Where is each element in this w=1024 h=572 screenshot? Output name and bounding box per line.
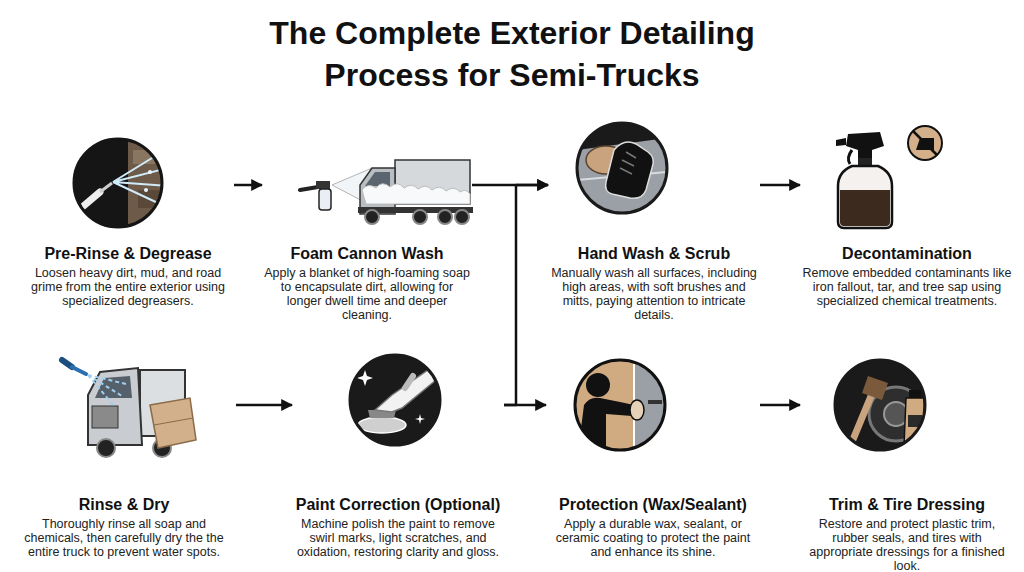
protection-icon [575,358,679,452]
truck-wheel [438,210,452,224]
drying-towel [150,398,196,448]
rinse-dry-icon [62,360,196,457]
step-description: Apply a durable wax, sealant, or ceramic… [546,517,760,559]
icon-content [357,370,436,433]
process-step: Paint Correction (Optional) Machine polis… [292,345,504,559]
flow-arrow [234,184,262,187]
cannon-head [316,181,330,189]
icon-disc [350,355,440,445]
brush-bristles [862,376,888,400]
icon-content [74,139,172,227]
icon-disc [577,123,667,213]
spray-nozzle [836,138,846,146]
cannon-bottle [319,189,331,210]
step-heading: Rinse & Dry [12,495,236,514]
polisher-body [375,370,436,412]
foam-blanket [362,184,470,204]
truck-cab [88,368,142,445]
tire-dressing-icon [835,360,926,450]
wand-nozzle [100,183,112,192]
step-heading: Foam Cannon Wash [262,244,472,263]
worker-head [586,373,610,397]
process-step: DecontaminationRemove embedded contamina… [800,128,1014,308]
icon-ring [577,123,667,213]
spray-bottle-icon [836,126,942,228]
polish-pad [358,417,406,433]
process-step: Trim & Tire DressingRestore and protect … [800,345,1014,572]
step-description: Manually wash all surfaces, including hi… [548,266,760,322]
connector-group [234,185,800,405]
truck-wheel [455,210,469,224]
step-description: Loosen heavy dirt, mud, and road grime f… [22,266,234,308]
worker-body [578,398,634,452]
step-heading: Pre-Rinse & Degrease [22,244,234,263]
process-step: Foam Cannon WashApply a blanket of high-… [262,128,472,322]
pressure-washer-icon [74,139,172,227]
bottle-cap [909,390,921,398]
process-step: Pre-Rinse & DegreaseLoosen heavy dirt, m… [22,128,234,308]
polisher-icon [350,355,440,445]
step-description: Apply a blanket of high-foaming soap to … [262,266,472,322]
icon-ring [350,355,440,445]
water-spray [88,375,126,406]
icon-disc [835,360,925,450]
truck-wheel [413,210,427,224]
process-step: Protection (Wax/Sealant) Apply a durable … [546,345,760,559]
icon-ring [74,139,162,227]
wash-glove [606,142,654,198]
spray-droplet [148,170,152,174]
truck-wheel [97,439,115,457]
step-description: Remove embedded contaminants like iron f… [800,266,1014,308]
step-description: Thoroughly rinse all soap and chemicals,… [12,517,236,559]
contaminant-symbol [908,126,942,160]
process-step: Hand Wash & ScrubManually wash all surfa… [548,128,760,322]
flow-arrow [504,185,548,405]
truck-grille [92,406,118,428]
icon-ring [835,360,925,450]
flow-arrow [504,404,546,407]
door-handle [648,400,662,404]
trigger [848,150,852,164]
process-step: Rinse & DryThoroughly rinse all soap and… [12,345,236,559]
foam-cannon-icon [300,160,473,224]
icon-ring [575,360,665,450]
bottle-body [838,166,892,228]
truck-windshield [365,172,390,186]
spray-droplet [144,188,148,192]
truck-windshield [95,376,132,398]
glove-fingers [620,152,636,174]
polisher-handle [405,376,413,388]
flow-arrow [236,404,292,407]
spray-wand [72,367,86,374]
step-description: Machine polish the paint to remove swirl… [292,517,504,559]
step-heading: Decontamination [800,244,1014,263]
wax-applicator [630,400,644,420]
towel-fold [154,418,193,425]
step-heading: Hand Wash & Scrub [548,244,760,263]
cannon-gun [300,187,318,190]
flow-arrow [760,184,800,187]
prohibit-slash [913,131,937,155]
step-description: Restore and protect plastic trim, rubber… [800,517,1014,572]
step-heading: Paint Correction (Optional) [292,495,504,514]
hand-wash-icon [577,123,667,213]
diagram-title: The Complete Exterior Detailing Process … [222,12,802,96]
flow-arrow [760,404,800,407]
step-heading: Trim & Tire Dressing [800,495,1014,514]
flow-arrow [472,184,548,187]
bottle-liquid [840,190,890,226]
truck-wheel [365,210,379,224]
trigger-head [846,132,884,158]
sparkle [415,414,425,424]
step-heading: Protection (Wax/Sealant) [546,495,760,514]
